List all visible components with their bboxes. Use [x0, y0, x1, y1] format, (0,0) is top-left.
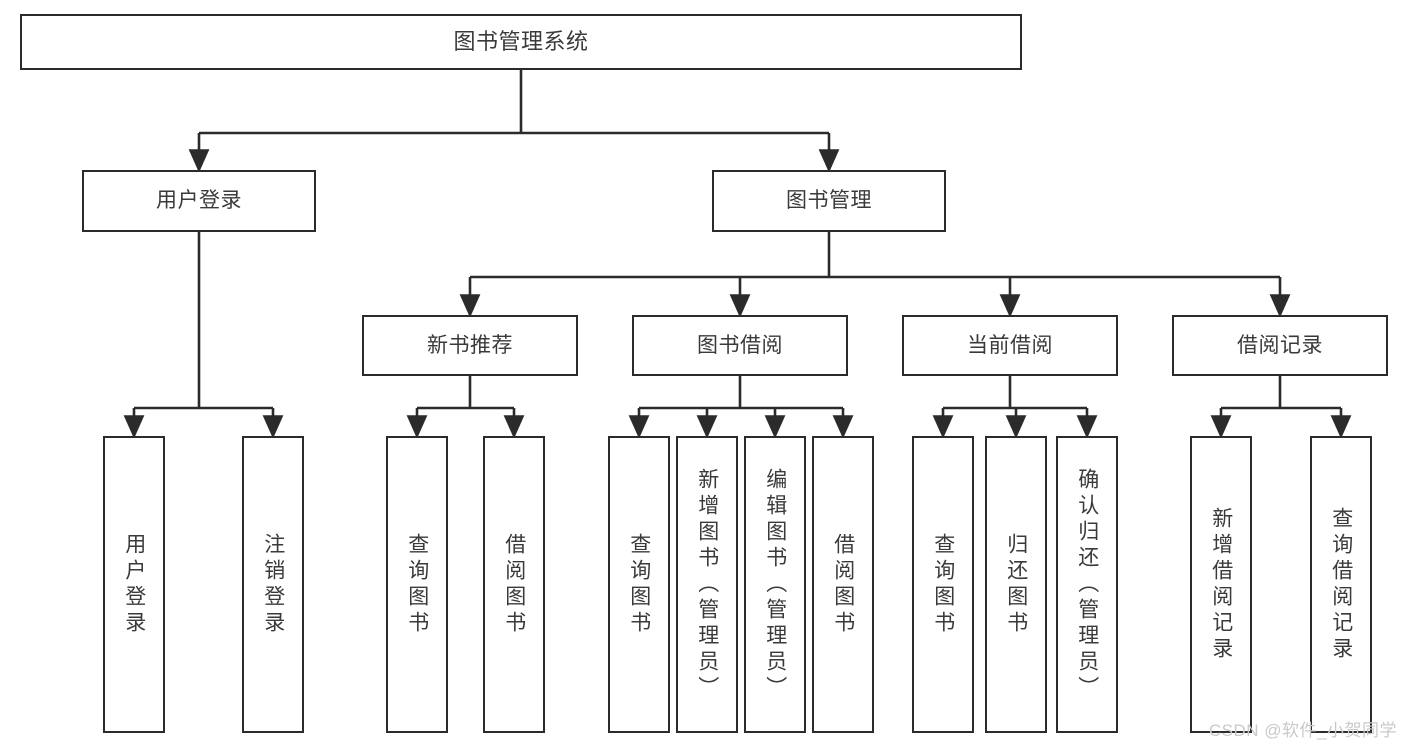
- node-leaf-borrow-book[interactable]: 借阅图书: [812, 436, 874, 733]
- node-label: 借阅图书: [831, 532, 855, 637]
- node-label: 用户登录: [122, 532, 146, 637]
- node-label: 图书借阅: [697, 333, 783, 357]
- node-leaf-return-book[interactable]: 归还图书: [985, 436, 1047, 733]
- node-label: 注销登录: [261, 532, 285, 637]
- node-current-borrow[interactable]: 当前借阅: [902, 315, 1118, 376]
- node-label: 新增借阅记录: [1209, 506, 1233, 663]
- node-label: 用户登录: [156, 189, 242, 213]
- node-root-system[interactable]: 图书管理系统: [20, 14, 1022, 70]
- node-leaf-borrow-book-rec[interactable]: 借阅图书: [483, 436, 545, 733]
- node-label: 查询图书: [627, 532, 651, 637]
- node-label: 确认归还（管理员）: [1075, 467, 1099, 702]
- node-label: 新增图书（管理员）: [695, 467, 719, 702]
- node-book-manage[interactable]: 图书管理: [712, 170, 946, 232]
- node-leaf-add-record[interactable]: 新增借阅记录: [1190, 436, 1252, 733]
- node-label: 借阅记录: [1237, 333, 1323, 357]
- node-label: 借阅图书: [502, 532, 526, 637]
- node-leaf-confirm-return[interactable]: 确认归还（管理员）: [1056, 436, 1118, 733]
- node-label: 图书管理系统: [453, 28, 589, 54]
- node-new-book-rec[interactable]: 新书推荐: [362, 315, 578, 376]
- node-leaf-query-record[interactable]: 查询借阅记录: [1310, 436, 1372, 733]
- node-label: 归还图书: [1004, 532, 1028, 637]
- node-label: 查询图书: [931, 532, 955, 637]
- csdn-watermark: CSDN @软件_小贺同学: [1208, 721, 1397, 740]
- node-leaf-user-login[interactable]: 用户登录: [103, 436, 165, 733]
- node-user-login[interactable]: 用户登录: [82, 170, 316, 232]
- node-leaf-logout[interactable]: 注销登录: [242, 436, 304, 733]
- node-leaf-edit-book[interactable]: 编辑图书（管理员）: [744, 436, 806, 733]
- node-leaf-query-book-rec[interactable]: 查询图书: [386, 436, 448, 733]
- node-label: 查询借阅记录: [1329, 506, 1353, 663]
- node-label: 当前借阅: [967, 333, 1053, 357]
- node-label: 图书管理: [786, 189, 872, 213]
- node-label: 新书推荐: [427, 333, 513, 357]
- node-leaf-query-book-borrow[interactable]: 查询图书: [608, 436, 670, 733]
- node-leaf-query-book-cur[interactable]: 查询图书: [912, 436, 974, 733]
- node-leaf-add-book[interactable]: 新增图书（管理员）: [676, 436, 738, 733]
- node-book-borrow[interactable]: 图书借阅: [632, 315, 848, 376]
- node-label: 编辑图书（管理员）: [763, 467, 787, 702]
- node-label: 查询图书: [405, 532, 429, 637]
- node-borrow-record[interactable]: 借阅记录: [1172, 315, 1388, 376]
